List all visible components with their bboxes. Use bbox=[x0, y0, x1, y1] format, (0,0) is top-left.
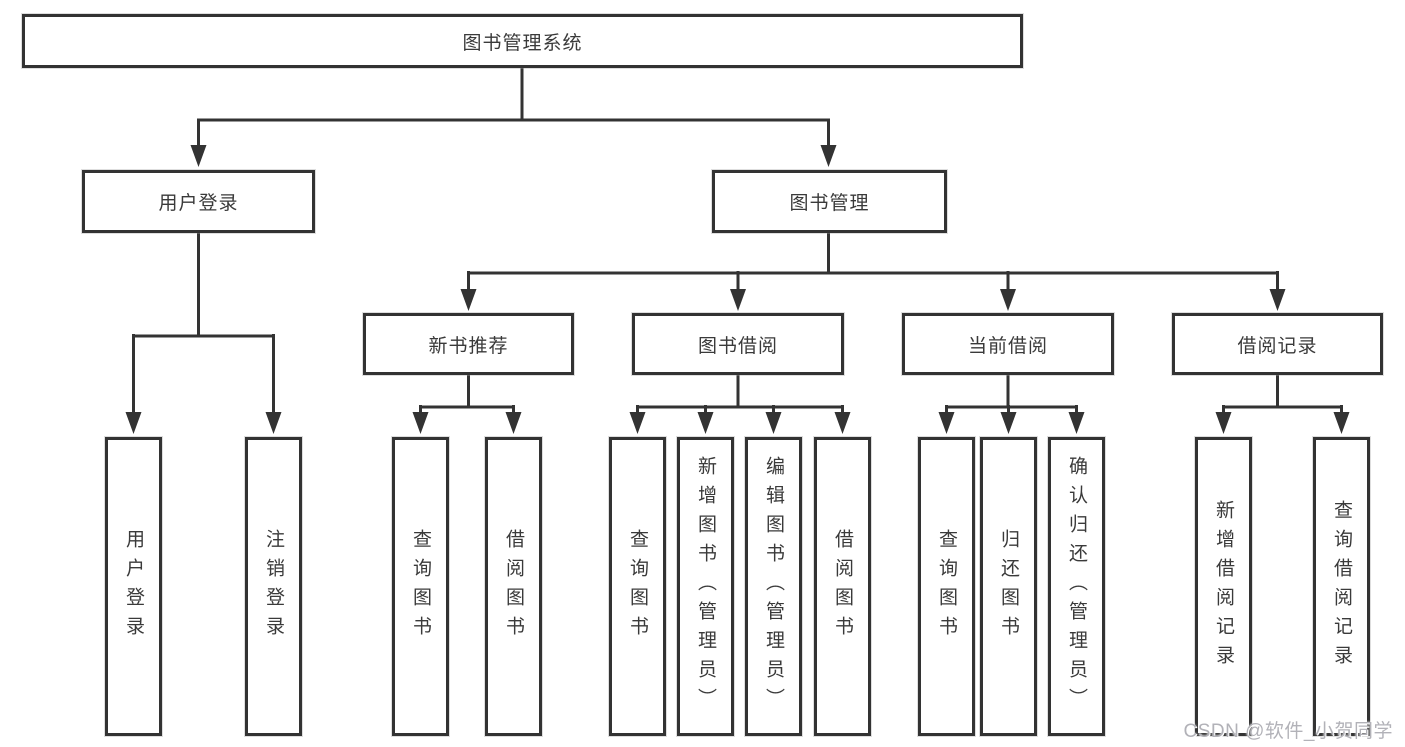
arrowhead bbox=[938, 412, 955, 434]
leaf-label: 查询图书 bbox=[936, 528, 957, 645]
arrowhead bbox=[1000, 412, 1017, 434]
leaf-label: 借阅图书 bbox=[832, 528, 853, 645]
node-label: 当前借阅 bbox=[967, 335, 1048, 357]
connector-user-login bbox=[125, 233, 282, 434]
leaf-label: 注销登录 bbox=[263, 528, 284, 645]
node-new-book-recommend: 新书推荐 bbox=[363, 313, 574, 375]
connector-book-mgmt bbox=[460, 233, 1286, 311]
node-root-system: 图书管理系统 bbox=[22, 14, 1023, 68]
csdn-watermark: CSDN @软件_小贺同学 bbox=[1183, 721, 1393, 742]
leaf-label: 用户登录 bbox=[123, 528, 144, 645]
leaf-return-book: 归还图书 bbox=[980, 437, 1037, 736]
arrowhead bbox=[1215, 412, 1232, 434]
leaf-borrow-book: 借阅图书 bbox=[814, 437, 871, 736]
leaf-label: 归还图书 bbox=[998, 528, 1019, 645]
leaf-query-borrow-record: 查询借阅记录 bbox=[1313, 437, 1370, 736]
node-label: 图书借阅 bbox=[697, 335, 778, 357]
leaf-label: 借阅图书 bbox=[503, 528, 524, 645]
node-user-login-branch: 用户登录 bbox=[82, 170, 315, 233]
arrowhead bbox=[834, 412, 851, 434]
leaf-confirm-return-admin: 确认归还（管理员） bbox=[1048, 437, 1105, 736]
arrowhead bbox=[1068, 412, 1085, 434]
leaf-add-book-admin: 新增图书（管理员） bbox=[677, 437, 734, 736]
leaf-label: 查询图书 bbox=[627, 528, 648, 645]
node-current-borrow: 当前借阅 bbox=[902, 313, 1114, 375]
leaf-edit-book-admin: 编辑图书（管理员） bbox=[745, 437, 802, 736]
arrowhead bbox=[190, 145, 207, 167]
node-label: 图书管理系统 bbox=[462, 32, 583, 54]
leaf-user-login: 用户登录 bbox=[105, 437, 162, 736]
leaf-borrow-book-newrec: 借阅图书 bbox=[485, 437, 542, 736]
leaf-add-borrow-record: 新增借阅记录 bbox=[1195, 437, 1252, 736]
arrowhead bbox=[412, 412, 429, 434]
leaf-query-book-borrow: 查询图书 bbox=[609, 437, 666, 736]
arrowhead bbox=[460, 289, 477, 311]
leaf-logout: 注销登录 bbox=[245, 437, 302, 736]
arrowhead bbox=[505, 412, 522, 434]
node-label: 用户登录 bbox=[158, 193, 239, 214]
connector-root bbox=[190, 68, 837, 167]
node-borrow-record: 借阅记录 bbox=[1172, 313, 1383, 375]
arrowhead bbox=[1000, 289, 1016, 311]
arrowhead bbox=[730, 289, 746, 311]
leaf-label: 确认归还（管理员） bbox=[1066, 456, 1087, 717]
leaf-label: 编辑图书（管理员） bbox=[763, 456, 784, 717]
leaf-label: 查询借阅记录 bbox=[1331, 499, 1352, 674]
connector-current-borrow bbox=[938, 375, 1085, 434]
arrowhead bbox=[629, 412, 646, 434]
connector-book-borrow bbox=[629, 375, 851, 434]
arrowhead bbox=[265, 412, 282, 434]
leaf-query-book-newrec: 查询图书 bbox=[392, 437, 449, 736]
connector-borrow-record bbox=[1215, 375, 1350, 434]
arrowhead bbox=[697, 412, 714, 434]
leaf-label: 查询图书 bbox=[410, 528, 431, 645]
arrowhead bbox=[765, 412, 782, 434]
arrowhead bbox=[820, 145, 837, 167]
arrowhead bbox=[1269, 289, 1286, 311]
arrowhead bbox=[125, 412, 142, 434]
node-book-management-branch: 图书管理 bbox=[712, 170, 947, 233]
leaf-label: 新增借阅记录 bbox=[1213, 499, 1234, 674]
connector-new-book bbox=[412, 375, 522, 434]
node-label: 借阅记录 bbox=[1237, 335, 1318, 357]
node-label: 新书推荐 bbox=[428, 335, 509, 357]
leaf-label: 新增图书（管理员） bbox=[695, 456, 716, 717]
arrowhead bbox=[1333, 412, 1350, 434]
node-label: 图书管理 bbox=[789, 193, 870, 214]
node-book-borrow: 图书借阅 bbox=[632, 313, 844, 375]
leaf-query-book-current: 查询图书 bbox=[918, 437, 975, 736]
